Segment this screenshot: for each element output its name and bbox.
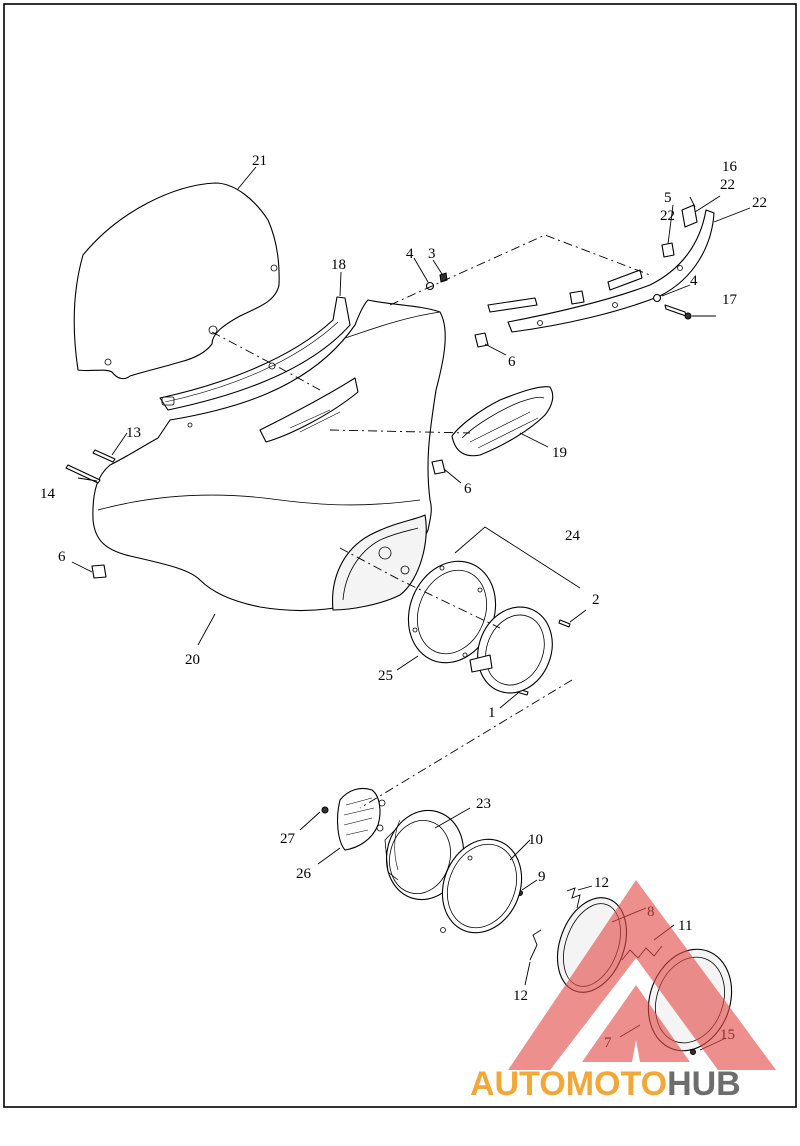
- callout-23: 23: [476, 796, 491, 812]
- watermark-text: AUTOMOTOHUB: [470, 1065, 741, 1103]
- callout-22-right: 22: [752, 195, 767, 211]
- callout-13: 13: [126, 425, 141, 441]
- callout-9: 9: [538, 869, 546, 885]
- adjuster-ring-part: [469, 606, 553, 694]
- callout-labels: 1 2 3 4 4 5 6 6 6 7 8 9 10 11 12 12 13 1…: [40, 153, 767, 1051]
- callout-6-left: 6: [58, 549, 66, 565]
- callout-16: 16: [722, 159, 738, 175]
- alignment-lines: [211, 234, 651, 809]
- headlamp-bracket-part: [336, 787, 386, 851]
- callout-11: 11: [678, 918, 692, 934]
- mounting-ring-part: [407, 560, 497, 664]
- callout-10: 10: [528, 832, 543, 848]
- windshield-trim-part: [159, 296, 351, 411]
- callout-3: 3: [428, 246, 436, 262]
- outer-fairing-part: [92, 299, 446, 612]
- callout-2: 2: [592, 592, 600, 608]
- callout-5: 5: [664, 190, 672, 206]
- spring-clips-part: [529, 887, 581, 961]
- vent-part: [451, 386, 554, 457]
- leader-lines: [71, 166, 751, 1051]
- callout-4-right: 4: [690, 273, 698, 289]
- callout-19: 19: [552, 445, 567, 461]
- callout-14: 14: [40, 486, 56, 502]
- callout-1: 1: [488, 705, 496, 721]
- callout-4-left: 4: [406, 246, 414, 262]
- retaining-ring-part: [440, 838, 523, 934]
- callout-18: 18: [331, 257, 346, 273]
- callout-6-middle: 6: [464, 481, 472, 497]
- diagram-frame: [3, 3, 797, 1108]
- callout-12-top: 12: [594, 875, 609, 891]
- callout-26: 26: [296, 866, 312, 882]
- callout-25: 25: [378, 668, 393, 684]
- callout-6-top: 6: [508, 354, 516, 370]
- group-bracket-24: [454, 526, 581, 589]
- callout-12-bottom: 12: [513, 988, 528, 1004]
- windshield-part: [73, 182, 280, 380]
- callout-17: 17: [722, 292, 738, 308]
- watermark-triangle-icon: [508, 880, 776, 1070]
- watermark-logo: AUTOMOTOHUB: [470, 880, 776, 1103]
- hardware-parts: [65, 272, 696, 1055]
- upper-trim-strip-part: [487, 204, 715, 333]
- callout-22-top: 22: [720, 177, 735, 193]
- callout-22-middle: 22: [660, 208, 675, 224]
- callout-24: 24: [565, 528, 581, 544]
- callout-27: 27: [280, 831, 296, 847]
- callout-21: 21: [252, 153, 267, 169]
- callout-20: 20: [185, 652, 200, 668]
